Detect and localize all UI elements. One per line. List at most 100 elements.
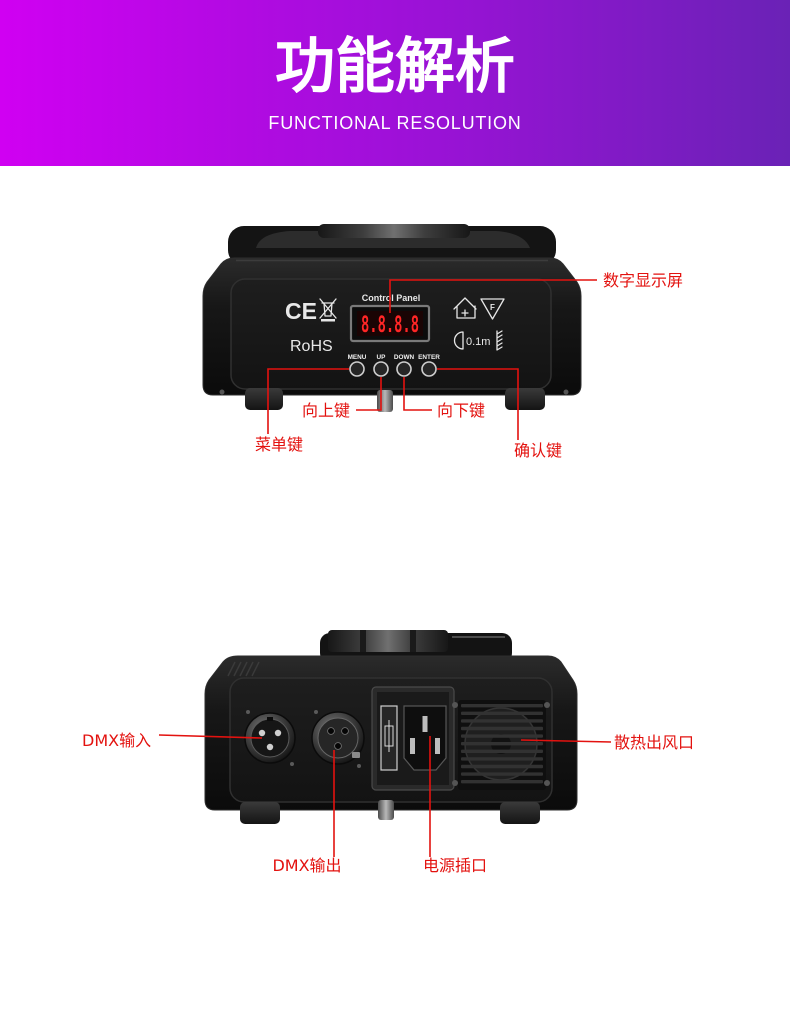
led-window	[357, 311, 423, 336]
vent-slat	[461, 711, 543, 715]
menu-button-label: MENU	[348, 354, 367, 361]
device-shell	[202, 257, 582, 396]
dmx-output-connector	[311, 710, 365, 768]
connector-pin	[266, 743, 274, 751]
menu-callout-line	[267, 368, 349, 434]
fan-hub	[491, 734, 511, 754]
up-button	[373, 361, 389, 377]
cooling-vent	[452, 700, 550, 790]
dmx-out-callout-label: DMX输出	[272, 856, 341, 875]
head-cylinder	[328, 630, 448, 652]
vent-slat	[461, 742, 543, 746]
screw	[219, 389, 225, 395]
menu-callout-label: 菜单键	[255, 435, 303, 454]
ce-mark: CE	[285, 298, 317, 324]
min-distance-value: 0.1m	[466, 336, 490, 348]
yoke-base	[228, 226, 556, 266]
head-band	[410, 630, 416, 652]
left-foot	[245, 388, 283, 410]
vent-slats	[461, 704, 543, 784]
flammable-mark: F	[490, 303, 495, 312]
vent-callout-line	[520, 739, 612, 743]
yoke-base	[320, 633, 512, 663]
enter-button-label: ENTER	[418, 354, 440, 361]
dmx-in-callout-line	[158, 734, 263, 739]
center-knob	[377, 390, 393, 412]
connector-socket	[341, 727, 349, 735]
connector-ring	[311, 711, 365, 765]
vent-slat	[461, 704, 543, 708]
iec-socket	[403, 705, 447, 771]
inlet-pin	[410, 738, 415, 754]
connector-pin	[274, 729, 282, 737]
connector-ring	[244, 712, 296, 764]
safety-icons: F 0.1m	[453, 297, 505, 351]
rohs-mark: RoHS	[290, 338, 333, 355]
flammable-surface-icon: F	[480, 298, 505, 320]
min-distance-icon: 0.1m	[453, 330, 503, 351]
head-band	[360, 630, 366, 652]
up-callout-line	[356, 377, 382, 411]
dmx-in-callout-label: DMX输入	[82, 731, 151, 750]
fuse-icon	[384, 720, 394, 752]
vent-slat	[461, 757, 543, 761]
vent-slat	[461, 764, 543, 769]
vent-callout-label: 散热出风口	[614, 733, 694, 752]
display-callout-label: 数字显示屏	[603, 271, 683, 290]
page-subtitle: FUNCTIONAL RESOLUTION	[268, 113, 522, 133]
power-callout-label: 电源插口	[423, 856, 487, 875]
page-title: 功能解析	[275, 32, 515, 102]
up-button-label: UP	[377, 354, 387, 361]
weee-bin-icon	[319, 298, 337, 322]
dmx-input-connector	[244, 710, 296, 766]
screw	[452, 702, 458, 708]
rear-callouts: DMX输入 散热出风口 DMX输出 电源插口	[82, 731, 694, 875]
compliance-marks: CE RoHS	[285, 298, 337, 355]
left-foot	[240, 802, 280, 824]
connector-pin	[258, 729, 266, 737]
yoke-top-surface	[256, 231, 530, 248]
screw	[314, 710, 318, 714]
right-foot	[500, 802, 540, 824]
button-row: MENU UP DOWN ENTER	[348, 354, 440, 377]
enter-callout-label: 确认键	[514, 441, 562, 460]
inlet-pin	[422, 716, 428, 732]
vent-slat	[461, 749, 543, 753]
indoor-use-icon	[453, 297, 477, 319]
connector-face	[250, 718, 290, 758]
vent-slat	[461, 772, 543, 776]
down-callout-line	[403, 377, 432, 411]
head-bottom	[318, 224, 470, 238]
led-readout: 8.8.8.8	[361, 313, 419, 338]
fan	[464, 707, 538, 781]
inlet-pin	[435, 738, 440, 754]
up-callout-label: 向上键	[302, 401, 350, 420]
moving-head-top	[320, 630, 512, 663]
screw	[246, 710, 250, 714]
screw	[563, 389, 569, 395]
vent-slat	[461, 719, 543, 723]
device-feet	[219, 388, 569, 412]
device-shell	[204, 655, 578, 811]
right-foot	[505, 388, 545, 410]
vent-slat	[461, 734, 543, 738]
menu-button	[349, 361, 365, 377]
control-face-panel	[230, 278, 552, 390]
screw	[544, 702, 550, 708]
down-callout-label: 向下键	[437, 401, 485, 420]
vent-slat	[461, 726, 543, 731]
led-display: 8.8.8.8	[349, 304, 431, 343]
side-grille	[227, 661, 260, 677]
connector-face	[317, 717, 359, 759]
vent-slat	[461, 780, 543, 784]
enter-callout-line	[437, 368, 519, 440]
device-feet	[240, 800, 540, 824]
connector-socket	[334, 742, 342, 750]
vent-frame	[458, 700, 546, 790]
rear-face-panel	[229, 677, 553, 803]
connector-socket	[327, 727, 335, 735]
control-panel-label: Control Panel	[362, 293, 421, 303]
section-banner: 功能解析 FUNCTIONAL RESOLUTION	[0, 0, 790, 166]
rear-panel-view: DMX输入 散热出风口 DMX输出 电源插口	[82, 630, 694, 875]
